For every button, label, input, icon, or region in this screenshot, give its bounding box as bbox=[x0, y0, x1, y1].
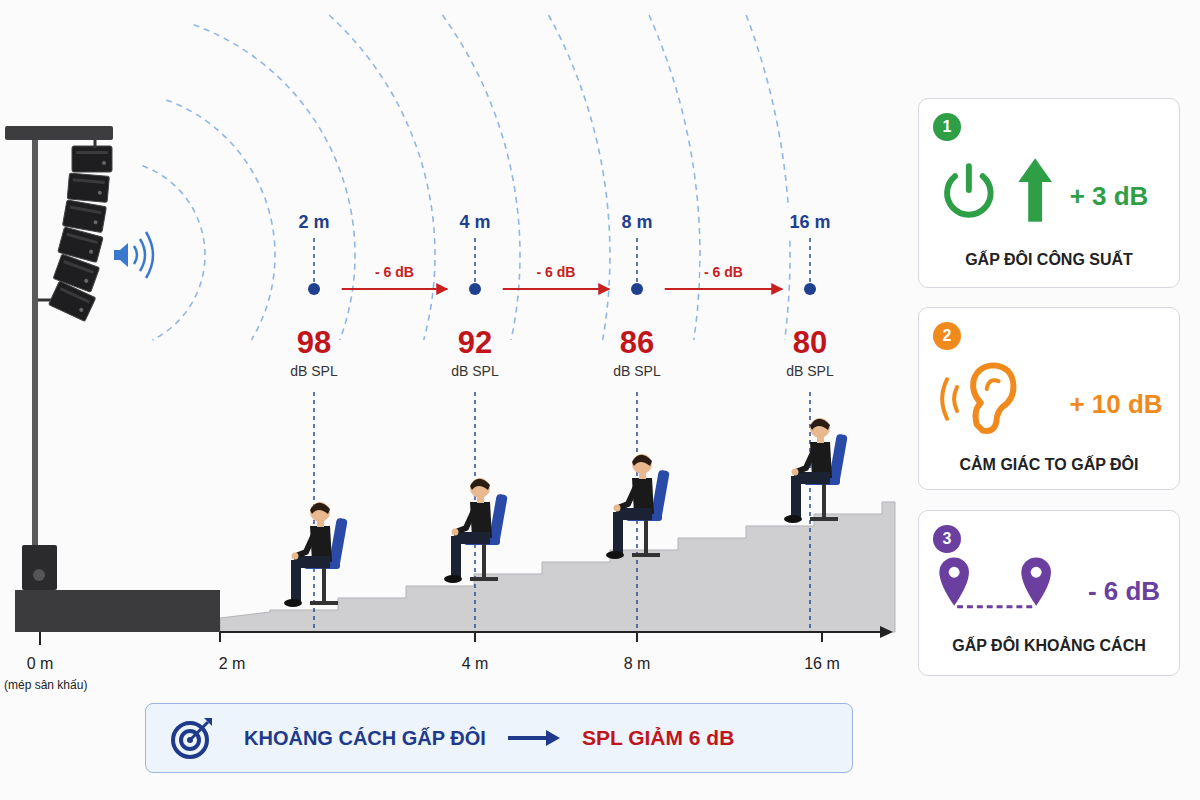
auditorium-floor bbox=[220, 502, 895, 632]
measurement-dot bbox=[308, 283, 320, 295]
measurement-point: 2 m 98dB SPL bbox=[288, 208, 339, 381]
axis-label: 2 m bbox=[219, 654, 246, 674]
guide-line bbox=[474, 238, 475, 282]
wave-arc bbox=[649, 15, 700, 340]
wave-arc bbox=[442, 15, 520, 340]
audience bbox=[284, 418, 848, 607]
distance-label: 2 m bbox=[296, 208, 331, 236]
guide-line bbox=[809, 238, 810, 282]
power-icon bbox=[947, 166, 991, 214]
summary-text: KHOẢNG CÁCH GẤP ĐÔI bbox=[244, 727, 486, 750]
db-change: + 10 dB bbox=[1069, 388, 1162, 420]
attenuation-arrow bbox=[342, 288, 448, 290]
stairs bbox=[220, 502, 895, 632]
spl-value: 92 bbox=[456, 325, 494, 361]
spl-unit: dB SPL bbox=[449, 361, 500, 381]
callout-number-text: 3 bbox=[943, 530, 952, 548]
spl-unit: dB SPL bbox=[611, 361, 662, 381]
callout-number-text: 2 bbox=[943, 327, 952, 345]
rigging-bar bbox=[5, 126, 113, 140]
spl-unit: dB SPL bbox=[784, 361, 835, 381]
location-pins bbox=[939, 557, 1051, 606]
spl-value: 86 bbox=[618, 325, 656, 361]
rule-panel: + 10 dB CẢM GIÁC TO GẤP ĐÔI 2 bbox=[918, 307, 1180, 490]
array-cabinet bbox=[62, 200, 106, 233]
target-icon bbox=[170, 716, 214, 760]
array-cabinet bbox=[72, 146, 112, 172]
db-change: - 6 dB bbox=[1088, 575, 1160, 607]
distance-axis bbox=[40, 626, 893, 645]
summary-result: SPL GIẢM 6 dB bbox=[582, 726, 734, 750]
array-cabinet bbox=[67, 173, 109, 202]
up-arrow bbox=[1018, 158, 1052, 221]
distance-guides bbox=[314, 238, 810, 630]
wave-arc bbox=[329, 15, 435, 340]
distance-label: 4 m bbox=[457, 208, 492, 236]
distance-label: 16 m bbox=[787, 208, 832, 236]
axis-label: 16 m bbox=[804, 654, 840, 674]
edge-label: - 6 dB bbox=[372, 263, 417, 281]
wave-arc bbox=[142, 166, 205, 340]
seated-person bbox=[444, 478, 508, 583]
rule-panel: + 3 dB GẤP ĐÔI CÔNG SUẤT 1 bbox=[918, 98, 1180, 288]
rule-panel: - 6 dB GẤP ĐÔI KHOẢNG CÁCH 3 bbox=[918, 510, 1180, 676]
edge-label: - 6 dB bbox=[534, 263, 579, 281]
wave-arc bbox=[166, 100, 275, 340]
guide-line bbox=[313, 238, 314, 282]
point-marker bbox=[469, 236, 481, 325]
wave-arc bbox=[549, 15, 610, 340]
guide-line bbox=[636, 238, 637, 282]
speaker-icon bbox=[114, 232, 153, 278]
stage bbox=[5, 126, 220, 632]
speaker-pole bbox=[32, 138, 38, 548]
edge-label: - 6 dB bbox=[701, 263, 746, 281]
subwoofer-cone bbox=[33, 569, 45, 581]
db-change: + 3 dB bbox=[1070, 180, 1149, 212]
seated-person bbox=[784, 418, 848, 523]
callout-number: 3 bbox=[933, 525, 961, 553]
seated-person bbox=[284, 502, 348, 607]
point-marker bbox=[308, 236, 320, 325]
axis-label: 0 m bbox=[27, 654, 54, 674]
axis-label: 4 m bbox=[462, 654, 489, 674]
subwoofer bbox=[22, 545, 57, 590]
point-marker bbox=[804, 236, 816, 325]
line-array-speaker bbox=[49, 140, 112, 321]
rule-caption: GẤP ĐÔI CÔNG SUẤT bbox=[925, 249, 1173, 271]
measurement-dot bbox=[631, 283, 643, 295]
distance-label: 8 m bbox=[619, 208, 654, 236]
summary-arrow bbox=[508, 728, 560, 748]
rule-caption: CẢM GIÁC TO GẤP ĐÔI bbox=[925, 454, 1173, 476]
measurement-point: 8 m 86dB SPL bbox=[611, 208, 662, 381]
measurement-point: 16 m 80dB SPL bbox=[784, 208, 835, 381]
callout-number: 2 bbox=[933, 322, 961, 350]
spl-unit: dB SPL bbox=[288, 361, 339, 381]
attenuation-arrow bbox=[503, 288, 610, 290]
array-cabinet bbox=[49, 281, 96, 321]
rule-caption: GẤP ĐÔI KHOẢNG CÁCH bbox=[925, 635, 1173, 657]
wave-arc bbox=[194, 25, 355, 340]
stage-block bbox=[15, 590, 220, 632]
wave-arc bbox=[746, 15, 790, 340]
axis-label: 8 m bbox=[624, 654, 651, 674]
attenuation-arrow bbox=[665, 288, 783, 290]
spl-value: 98 bbox=[295, 325, 333, 361]
measurement-dot bbox=[804, 283, 816, 295]
ear-icon bbox=[942, 365, 1013, 431]
point-marker bbox=[631, 236, 643, 325]
sound-waves bbox=[142, 15, 790, 340]
measurement-point: 4 m 92dB SPL bbox=[449, 208, 500, 381]
measurement-dot bbox=[469, 283, 481, 295]
seated-person bbox=[606, 454, 670, 559]
callout-number: 1 bbox=[933, 113, 961, 141]
axis-label: (mép sân khấu) bbox=[4, 675, 87, 695]
summary-box: KHOẢNG CÁCH GẤP ĐÔI SPL GIẢM 6 dB bbox=[145, 703, 853, 773]
callout-number-text: 1 bbox=[943, 118, 952, 136]
spl-value: 80 bbox=[791, 325, 829, 361]
